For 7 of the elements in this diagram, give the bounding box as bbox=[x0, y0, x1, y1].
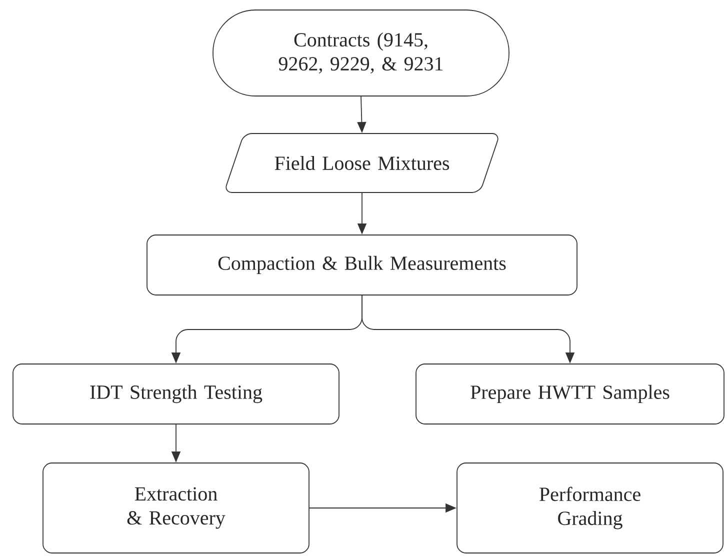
process-box: Compaction & Bulk Measurements bbox=[146, 234, 578, 296]
process-box: Extraction & Recovery bbox=[42, 462, 310, 554]
input-parallelogram: Field Loose Mixtures bbox=[226, 133, 498, 193]
start-terminal: Contracts (9145, 9262, 9229, & 9231 bbox=[212, 10, 510, 96]
process-box: IDT Strength Testing bbox=[12, 364, 340, 424]
process-box: Prepare HWTT Samples bbox=[416, 364, 724, 424]
process-box: Performance Grading bbox=[456, 462, 724, 554]
